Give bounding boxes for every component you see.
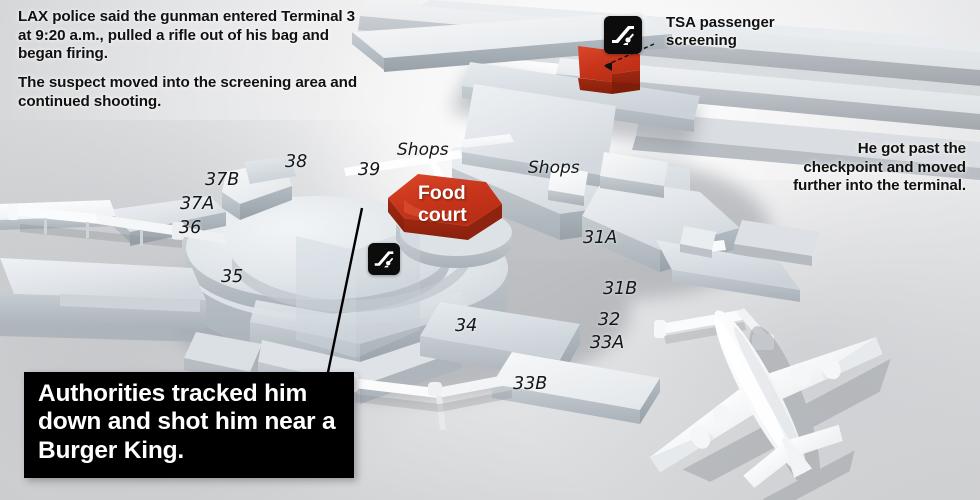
background-roadways — [352, 0, 980, 180]
airplane-model — [649, 310, 891, 500]
tsa-pointer-arrow — [603, 43, 655, 71]
escalator-icon-tsa — [604, 16, 642, 54]
gate-label-37b: 37B — [205, 170, 240, 190]
gate-label-31a: 31A — [583, 228, 618, 248]
story-paragraph-3: He got past the checkpoint and moved fur… — [793, 140, 966, 195]
story-text-top: LAX police said the gunman entered Termi… — [18, 8, 358, 111]
gate-label-37a: 37A — [180, 194, 215, 214]
gate-label-33b: 33B — [513, 374, 548, 394]
food-court-label-line2: court — [418, 203, 467, 226]
food-court-label: Food court — [418, 182, 467, 227]
callout-pointer-line — [324, 207, 364, 383]
shops-label-2: Shops — [528, 158, 580, 178]
callout-text: Authorities tracked him down and shot hi… — [38, 380, 336, 464]
callout-box: Authorities tracked him down and shot hi… — [24, 372, 354, 478]
gate-label-39: 39 — [358, 160, 381, 180]
food-court-zone — [388, 174, 502, 240]
gate-label-32: 32 — [598, 310, 621, 330]
story-paragraph-2: The suspect moved into the screening are… — [18, 74, 357, 110]
shops-label-1: Shops — [397, 140, 449, 160]
gate-label-38: 38 — [285, 152, 308, 172]
gate-label-35: 35 — [221, 267, 244, 287]
southwest-concourse — [0, 258, 206, 342]
gate-label-34: 34 — [455, 316, 478, 336]
tsa-screening-label: TSA passenger screening — [666, 14, 775, 49]
gate-label-36: 36 — [179, 218, 202, 238]
food-court-label-line1: Food — [418, 182, 466, 204]
gate-label-31b: 31B — [603, 279, 638, 299]
gate-label-33a: 33A — [590, 333, 625, 353]
story-text-right: He got past the checkpoint and moved fur… — [791, 140, 966, 196]
jet-bridges — [8, 204, 774, 430]
south-concourse — [420, 302, 660, 424]
story-paragraph-1: LAX police said the gunman entered Termi… — [18, 8, 356, 63]
tsa-screening-zone — [578, 46, 640, 94]
escalator-icon-rotunda — [368, 243, 400, 275]
